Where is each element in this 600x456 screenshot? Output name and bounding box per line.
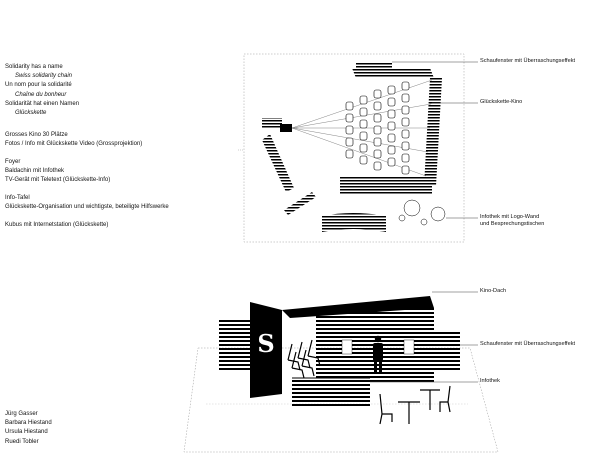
intro-text: Solidarity has a name Swiss solidarity c… — [5, 63, 79, 118]
program-info-2: Glückskette-Organisation und wichtigste,… — [5, 204, 169, 211]
intro-line-1: Solidarity has a name — [5, 64, 63, 70]
program-kubus: Kubus mit Internetstation (Glückskette) — [5, 221, 108, 230]
authors: Jürg Gasser Barbara Hiestand Ursula Hies… — [5, 410, 52, 447]
author-1: Jürg Gasser — [5, 411, 38, 417]
program-foyer-3: TV-Gerät mit Teletext (Glückskette-Info) — [5, 177, 111, 184]
person-figure — [373, 335, 383, 374]
plan-left-wall — [262, 134, 294, 192]
author-4: Ruedi Tobler — [5, 438, 39, 445]
intro-line-3: Un nom pour la solidarité — [5, 82, 72, 89]
elevation-view: S — [183, 291, 499, 453]
elev-label-dach: Kino-Dach — [480, 288, 507, 294]
plan-infothek-counter — [322, 213, 386, 232]
program-kubus-1: Kubus mit Internetstation (Glückskette) — [5, 222, 109, 228]
plan-label-schaufenster: Schaufenster mit Überraschungseffekt — [480, 58, 576, 64]
intro-line-2: Swiss solidarity chain — [15, 73, 73, 80]
projector-icon — [280, 124, 292, 132]
intro-line-4: Chaîne du bonheur — [15, 91, 67, 98]
program-foyer-2: Baldachin mit Infothek — [5, 168, 65, 175]
program-info: Info-Tafel Glückskette-Organisation und … — [5, 194, 169, 212]
elev-label-schaufenster: Schaufenster mit Überraschungseffekt — [480, 341, 576, 347]
cinema-seats — [345, 81, 410, 175]
author-2: Barbara Hiestand — [5, 420, 52, 427]
plan-leader-lines — [392, 61, 478, 219]
plan-right-wall — [424, 78, 442, 186]
plan-table-2 — [430, 206, 446, 222]
elevation-seats — [287, 339, 321, 379]
plan-kubus-wall — [284, 192, 316, 215]
plan-label-infothek-1: Infothek mit Logo-Wand — [480, 214, 540, 220]
plan-table-1 — [403, 199, 421, 217]
plan-label-kino: Glückskette-Kino — [480, 99, 523, 105]
elevation-right-wall — [434, 330, 460, 370]
elevation-window-1 — [341, 339, 353, 355]
elevation-window-2 — [403, 339, 415, 355]
glueckskette-logo-icon: S — [257, 329, 274, 358]
elevation-leader-lines — [370, 291, 478, 383]
elevation-infothek — [292, 378, 370, 408]
logo-wall — [250, 302, 282, 398]
program-kino-2: Fotos / Info mit Glückskette Video (Gros… — [5, 141, 143, 148]
elev-label-infothek: Infothek — [480, 378, 500, 384]
intro-line-5: Solidarität hat einen Namen — [5, 100, 80, 107]
elevation-furniture — [379, 385, 451, 425]
program-foyer: Foyer Baldachin mit Infothek TV-Gerät mi… — [5, 158, 110, 186]
elevation-left-wall — [219, 318, 255, 372]
program-kino-1: Grosses Kino 30 Plätze — [5, 132, 68, 138]
plan-label-infothek-2: und Besprechungstischen — [480, 221, 545, 227]
program-foyer-1: Foyer — [5, 159, 21, 165]
program-kino: Grosses Kino 30 Plätze Fotos / Info mit … — [5, 131, 142, 149]
intro-line-6: Glückskette — [15, 110, 47, 117]
plan-top-wall — [352, 68, 434, 78]
author-3: Ursula Hiestand — [5, 429, 48, 436]
floor-plan — [238, 53, 478, 243]
plan-bottom-wall — [340, 176, 432, 194]
program-info-1: Info-Tafel — [5, 195, 30, 201]
